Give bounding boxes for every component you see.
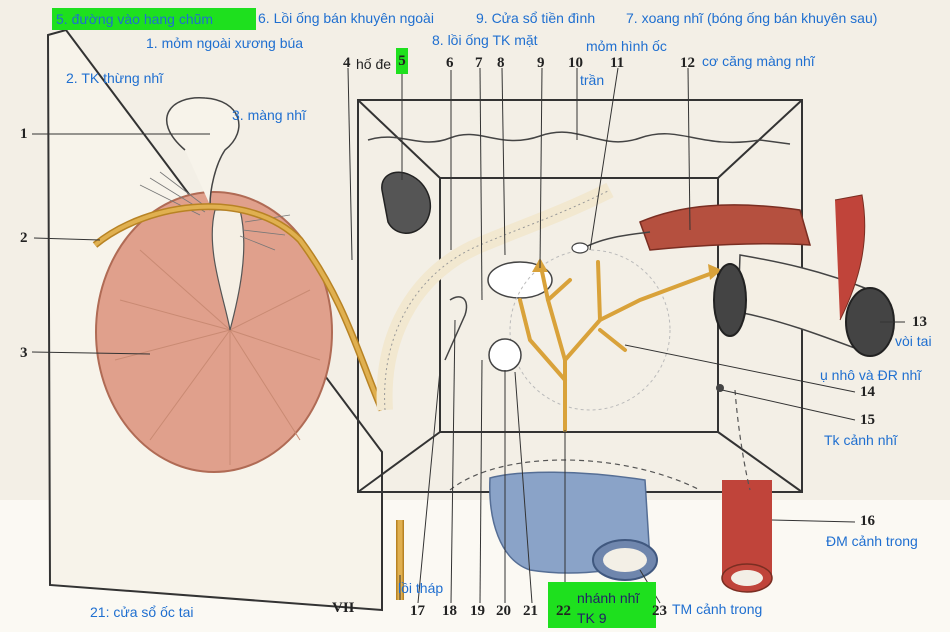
- annotation-caroticotympanic-nerve: Tk cảnh nhĩ: [824, 432, 898, 448]
- number-14: 14: [860, 384, 875, 400]
- round-window: [488, 338, 522, 372]
- pyramidal-eminence: [444, 296, 468, 361]
- annotation-incus-fossa: hố đe: [356, 56, 392, 72]
- annotation-roof: trần: [580, 72, 605, 88]
- number-10: 10: [568, 55, 583, 71]
- carotid-artery-upper: [834, 194, 866, 321]
- number-23: 23: [652, 603, 667, 619]
- annotation-8-facial-canal: 8. lồi ống TK mặt: [432, 32, 538, 48]
- number-16: 16: [860, 513, 875, 529]
- chorda-tympani-nerve: [93, 204, 384, 411]
- number-22: 22: [556, 603, 571, 619]
- number-vii: VII: [332, 600, 355, 616]
- membrane-striations: [114, 249, 321, 465]
- malleus-handle: [211, 209, 245, 331]
- number-20: 20: [496, 603, 511, 619]
- facial-canal-hatch: [384, 189, 611, 411]
- annotation-2-chorda-tympani: 2. TK thừng nhĩ: [66, 70, 164, 86]
- number-17: 17: [410, 603, 425, 619]
- tympanic-membrane: [95, 191, 333, 473]
- number-5: 5: [396, 48, 408, 74]
- promontory: [509, 249, 671, 411]
- plexus-arrow-right: [708, 264, 722, 280]
- number-18: 18: [442, 603, 457, 619]
- number-13: 13: [912, 314, 927, 330]
- tympanic-plexus: [518, 260, 717, 432]
- floor-dashed-outline: [449, 459, 701, 491]
- number-7: 7: [475, 55, 483, 71]
- leader-lines: [31, 67, 905, 604]
- tympanic-branch-highlight: [548, 582, 656, 628]
- incus-fossa: [381, 171, 431, 234]
- annotation-tympanic-branch: nhánh nhĩ: [577, 590, 640, 606]
- annotation-1-malleus-process: 1. mỏm ngoài xương búa: [146, 35, 304, 51]
- annotation-3-tympanic-membrane: 3. màng nhĩ: [232, 107, 306, 123]
- number-21: 21: [523, 603, 538, 619]
- number-1: 1: [20, 126, 28, 142]
- annotation-eustachian-tube: vòi tai: [895, 333, 932, 349]
- number-2: 2: [20, 230, 28, 246]
- tube-tympanic-opening: [713, 263, 747, 337]
- number-19: 19: [470, 603, 485, 619]
- annotation-tensor-tympani: cơ căng màng nhĩ: [702, 53, 815, 69]
- number-6: 6: [446, 55, 454, 71]
- tensor-tympani-muscle: [639, 204, 812, 251]
- number-8: 8: [497, 55, 505, 71]
- number-15: 15: [860, 412, 875, 428]
- annotation-9-oval-window: 9. Cửa sổ tiền đình: [476, 10, 596, 26]
- annotation-internal-jugular: TM cảnh trong: [672, 601, 763, 617]
- caroticotympanic-nerve: [716, 384, 724, 392]
- number-3: 3: [20, 345, 28, 361]
- number-9: 9: [537, 55, 545, 71]
- annotation-7-sinus-tympani: 7. xoang nhĩ (bóng ống bán khuyên sau): [626, 10, 878, 26]
- number-12: 12: [680, 55, 695, 71]
- annotation-promontory-plexus: ụ nhô và ĐR nhĩ: [820, 367, 922, 383]
- annotation-6-lateral-canal: 6. Lồi ống bán khuyên ngoài: [258, 10, 434, 26]
- annotation-pyramidal-eminence: lồi tháp: [398, 580, 444, 596]
- annotation-cochleariform-process: mỏm hình ốc: [586, 38, 667, 54]
- annotation-internal-carotid: ĐM cảnh trong: [826, 533, 918, 549]
- annotation-5-mastoid-entrance: 5. đường vào hang chũm: [52, 8, 256, 30]
- number-11: 11: [610, 55, 625, 71]
- pars-flaccida: [165, 97, 240, 206]
- annotation-21-round-window: 21: cửa sổ ốc tai: [90, 604, 194, 620]
- roof-line: [367, 131, 791, 145]
- carotid-artery-lower: [722, 480, 772, 575]
- number-4: 4: [343, 55, 351, 71]
- annotation-glossopharyngeal: TK 9: [577, 610, 607, 626]
